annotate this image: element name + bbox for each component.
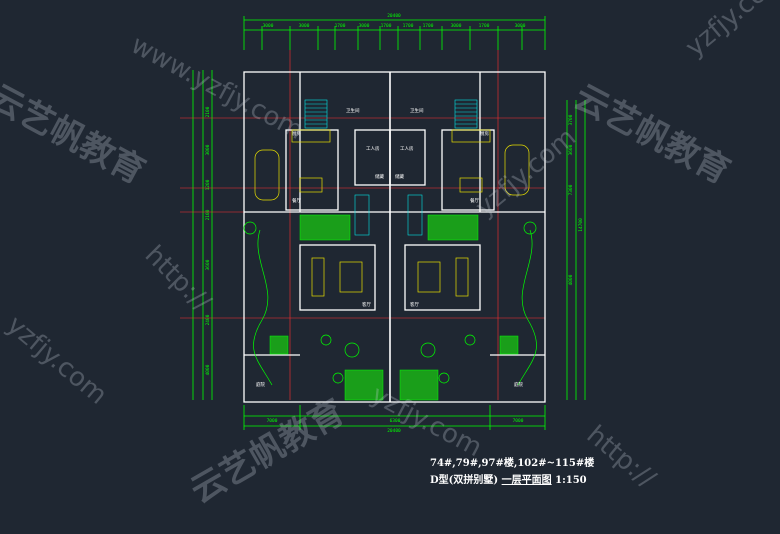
dim-bottom-total: 20400 <box>387 428 401 434</box>
dim-top-seg: 3000 <box>299 23 310 29</box>
room-labels: 厨房 厨房 工人房 工人房 卫生间 卫生间 储藏 储藏 餐厅 餐厅 客厅 客厅 … <box>256 107 523 388</box>
dim-top-seg: 1700 <box>335 23 346 29</box>
room-dining-right: 餐厅 <box>470 197 479 204</box>
caption-type: D型(双拼别墅) <box>430 475 499 486</box>
room-living-left: 客厅 <box>362 301 371 308</box>
dim-left: 3000 <box>205 144 211 155</box>
room-kitchen-left: 厨房 <box>292 130 301 137</box>
dim-left: 1200 <box>205 179 211 190</box>
dim-top-seg: 1700 <box>423 23 434 29</box>
dim-left: 4000 <box>205 364 211 375</box>
dim-top-seg: 3000 <box>359 23 370 29</box>
caption-scale: 1:150 <box>555 475 587 486</box>
dim-top-seg: 3000 <box>515 23 526 29</box>
cars <box>254 144 530 201</box>
dim-top-seg: 1700 <box>403 23 414 29</box>
room-servant-right: 工人房 <box>400 145 414 152</box>
room-store-right: 储藏 <box>395 173 404 180</box>
axis-lines <box>180 50 545 400</box>
room-bath-left: 卫生间 <box>346 107 360 114</box>
dim-right: 3700 <box>568 114 574 125</box>
room-living-right: 客厅 <box>410 301 419 308</box>
dim-bottom-seg: 7000 <box>513 418 524 424</box>
room-court-right: 庭院 <box>514 381 523 388</box>
hedges <box>269 214 519 401</box>
bottom-ticks <box>243 405 546 430</box>
dim-top-seg: 1700 <box>381 23 392 29</box>
dim-right: 14700 <box>578 218 584 232</box>
dim-bottom-seg: 7000 <box>267 418 278 424</box>
dimension-text-left: 2100 3000 1200 2100 3600 2400 4000 <box>205 106 211 375</box>
dim-top-seg: 3000 <box>451 23 462 29</box>
dimension-text-top: 20400 3000 3000 1700 3000 1700 1700 1700… <box>263 13 526 29</box>
dim-left: 3600 <box>205 259 211 270</box>
room-dining-left: 餐厅 <box>292 197 301 204</box>
caption-buildings: 74#,79#,97#楼,102#~115#楼 <box>430 458 595 469</box>
room-bath-right: 卫生间 <box>410 107 424 114</box>
room-kitchen-right: 厨房 <box>480 130 489 137</box>
dim-left: 2100 <box>205 106 211 117</box>
room-store-left: 储藏 <box>375 173 384 180</box>
dimension-text-right: 3700 3600 7300 14700 4000 <box>568 114 584 285</box>
dim-right: 4000 <box>568 274 574 285</box>
dim-right: 7300 <box>568 184 574 195</box>
room-court-left: 庭院 <box>256 381 265 388</box>
caption-title: D型(双拼别墅) 一层平面图 1:150 <box>430 471 587 486</box>
dimension-lines <box>192 16 586 430</box>
dim-left: 2400 <box>205 314 211 325</box>
dim-right: 3600 <box>568 144 574 155</box>
dim-top-seg: 3000 <box>263 23 274 29</box>
caption-plan-name: 一层平面图 <box>501 475 552 486</box>
dimension-text-bottom: 7000 6300 7000 20400 <box>267 418 524 434</box>
dim-bottom-seg: 6300 <box>390 418 401 424</box>
dim-left: 2100 <box>205 209 211 220</box>
furniture <box>291 129 491 297</box>
top-ticks <box>243 16 546 50</box>
dim-top-seg: 1700 <box>479 23 490 29</box>
landscape <box>243 221 537 386</box>
dim-top-total: 20400 <box>387 13 401 19</box>
room-servant-left: 工人房 <box>366 145 380 152</box>
stairs <box>304 99 478 236</box>
